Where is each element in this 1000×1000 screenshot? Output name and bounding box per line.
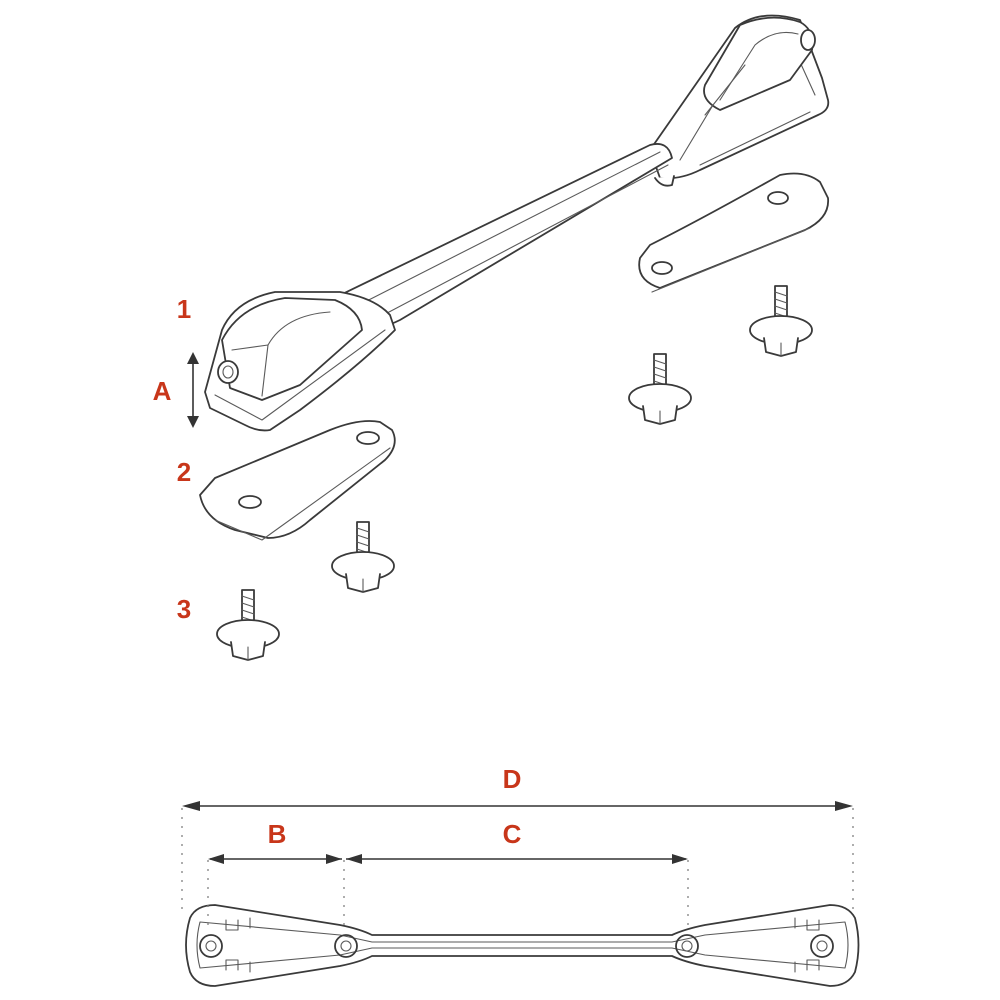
gasket-plate-right bbox=[638, 172, 829, 293]
dimension-b-line bbox=[208, 854, 342, 864]
handle-plan-view bbox=[185, 904, 860, 987]
label-dimension-a: A bbox=[153, 376, 172, 406]
dimension-a-arrow bbox=[187, 352, 199, 428]
screw-right-lower bbox=[628, 353, 692, 425]
handle-isometric bbox=[204, 14, 830, 432]
screw-right-upper bbox=[749, 285, 813, 357]
screw-left-upper bbox=[331, 521, 395, 593]
extension-lines bbox=[181, 808, 854, 930]
dimension-d-line bbox=[182, 801, 853, 811]
label-part-1: 1 bbox=[177, 294, 191, 324]
dimension-c-line bbox=[346, 854, 688, 864]
label-dimension-c: C bbox=[503, 819, 522, 849]
label-dimension-b: B bbox=[268, 819, 287, 849]
label-dimension-d: D bbox=[503, 764, 522, 794]
screw-left-lower bbox=[216, 589, 280, 661]
gasket-plate-left bbox=[199, 420, 396, 541]
label-part-2: 2 bbox=[177, 457, 191, 487]
label-part-3: 3 bbox=[177, 594, 191, 624]
